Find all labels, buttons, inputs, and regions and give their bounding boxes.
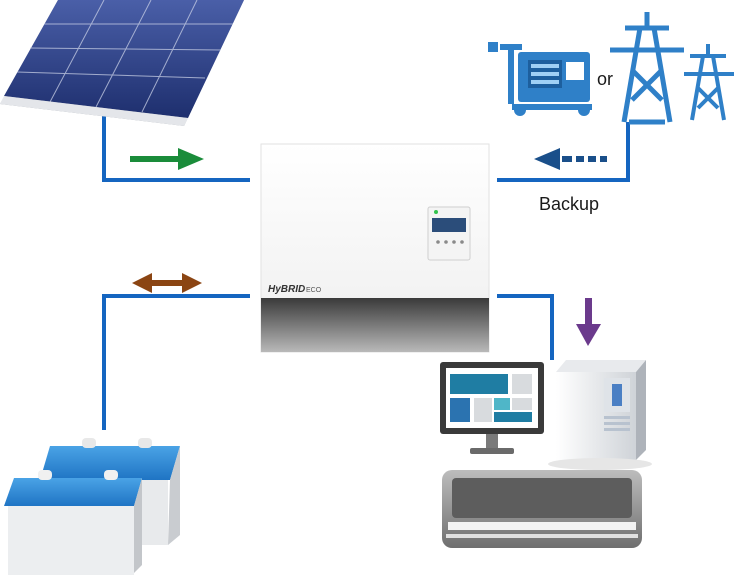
- inverter-brand-label: HyBRID: [268, 284, 305, 295]
- solar-panel-icon: [0, 0, 244, 126]
- solar-flow-arrow: [130, 148, 204, 170]
- server-tower-icon: [548, 360, 652, 470]
- generator-icon: [488, 42, 592, 116]
- or-label: or: [597, 69, 613, 89]
- inverter-buttons: [436, 240, 464, 244]
- load-line: [497, 294, 554, 360]
- power-pylon-small-icon: [684, 44, 734, 121]
- air-conditioner-icon: [442, 470, 642, 548]
- battery-icon: [4, 438, 180, 575]
- solar-line: [102, 116, 250, 182]
- inverter-status-led: [434, 210, 438, 214]
- inverter-brand-sublabel: ECO: [306, 287, 322, 294]
- hybrid-inverter-icon: HyBRID ECO: [260, 143, 490, 353]
- inverter-display-panel: [427, 206, 471, 261]
- battery-flow-arrow: [132, 273, 202, 293]
- load-flow-arrow: [576, 298, 601, 346]
- backup-line: [497, 122, 630, 182]
- computer-monitor-icon: [440, 362, 544, 454]
- backup-label: Backup: [539, 194, 599, 214]
- battery-line: [102, 294, 250, 430]
- inverter-lcd-screen: [432, 218, 466, 232]
- power-pylon-icon: [610, 12, 684, 125]
- connection-lines: [102, 116, 630, 430]
- backup-flow-arrow: [534, 148, 607, 170]
